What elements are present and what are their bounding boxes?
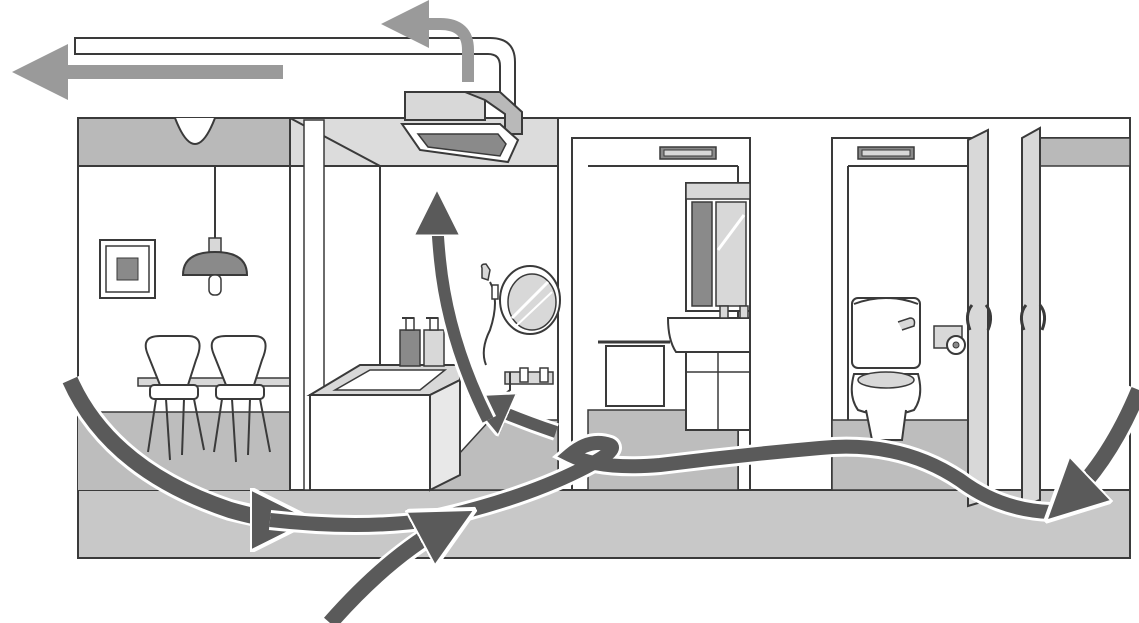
airflow-arrow-right-inlet bbox=[1062, 385, 1139, 505]
vanity-mirror-cabinet bbox=[685, 182, 751, 312]
washbasin-vanity bbox=[666, 305, 751, 431]
ventilation-fan-unit bbox=[400, 91, 523, 164]
toilet bbox=[850, 297, 922, 441]
ceiling-vent-grille bbox=[857, 146, 915, 160]
shower-head bbox=[480, 263, 499, 366]
dining-chair bbox=[210, 335, 271, 463]
toilet-door bbox=[965, 128, 993, 508]
hallway-door bbox=[1019, 126, 1047, 508]
shampoo-bottle bbox=[399, 317, 421, 367]
exhaust-arrow-fan-outlet bbox=[381, 0, 474, 82]
toilet-paper-holder bbox=[933, 325, 966, 355]
bathroom-mirror bbox=[499, 265, 561, 335]
picture-frame bbox=[99, 239, 156, 299]
pendant-lamp bbox=[181, 166, 249, 296]
dining-chair bbox=[144, 335, 205, 461]
ceiling-vent-grille bbox=[659, 146, 717, 160]
towel-rack bbox=[598, 340, 670, 407]
shampoo-bottle bbox=[423, 317, 445, 367]
airflow-arrow-up-to-fan bbox=[436, 205, 497, 425]
airflow-arrow-dining-room bbox=[59, 375, 290, 520]
bathtub bbox=[306, 364, 461, 492]
airflow-arrow-bottom-inlet bbox=[321, 520, 455, 623]
